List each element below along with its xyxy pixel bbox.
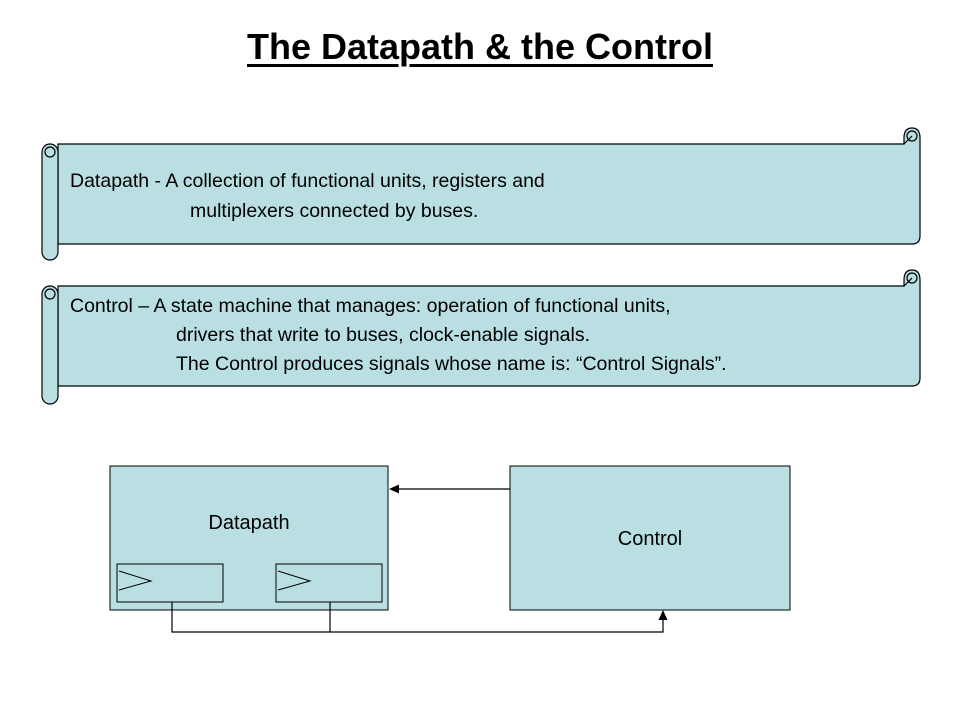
scroll2-line3: The Control produces signals whose name …: [176, 353, 727, 375]
scroll2-line2: drivers that write to buses, clock-enabl…: [176, 324, 591, 346]
scroll-banner-datapath: [41, 127, 921, 261]
control-block: [509, 465, 791, 611]
control-signals-arrow: [389, 484, 510, 494]
register-right: [275, 563, 383, 603]
scroll1-line2: multiplexers connected by buses.: [190, 200, 479, 222]
datapath-block: [109, 465, 389, 611]
datapath-label: Datapath: [208, 512, 290, 534]
control-label: Control: [617, 528, 683, 550]
scroll-banner-control: [41, 269, 921, 405]
register-left: [116, 563, 224, 603]
page-title: The Datapath & the Control: [247, 26, 713, 67]
scroll1-line1: Datapath - A collection of functional un…: [70, 170, 545, 192]
scroll2-line1: Control – A state machine that manages: …: [70, 295, 671, 317]
status-feedback-arrow: [171, 602, 668, 633]
